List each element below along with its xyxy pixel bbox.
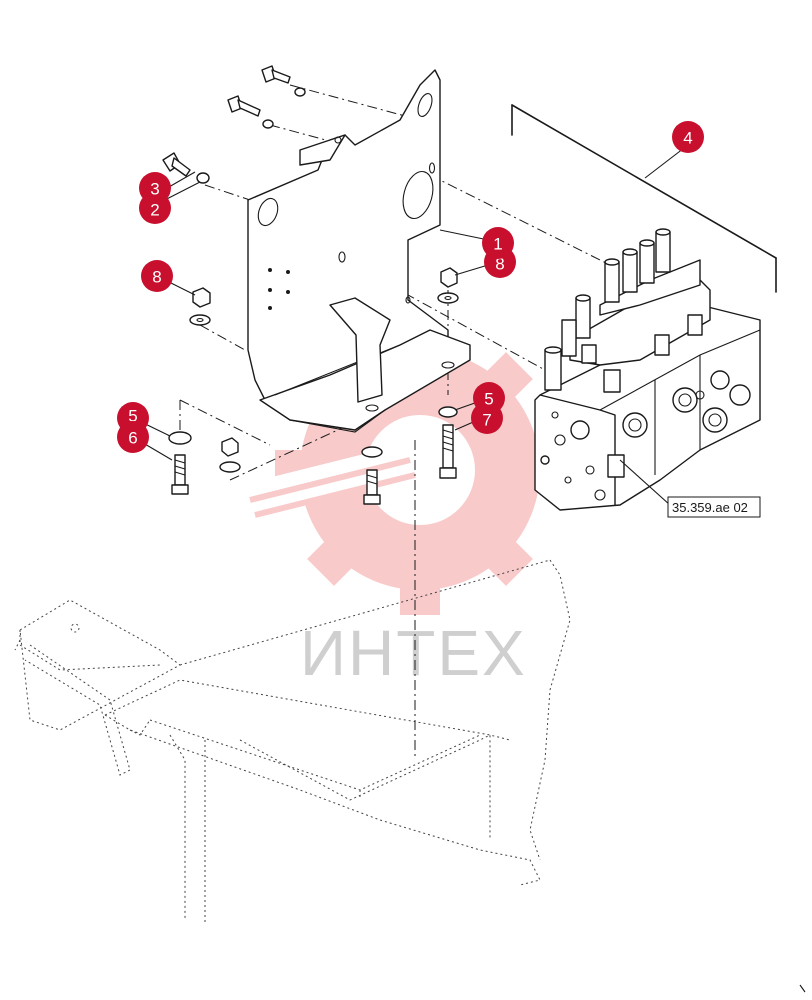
chassis-frame — [14, 559, 571, 925]
control-valve — [534, 228, 761, 511]
bolt-left — [162, 152, 210, 184]
svg-text:2: 2 — [150, 201, 159, 220]
bolt-top-1 — [261, 65, 306, 97]
watermark-text: ИНТЕХ — [300, 617, 527, 689]
valve-spools — [544, 228, 671, 391]
svg-text:5: 5 — [128, 407, 137, 426]
svg-text:8: 8 — [495, 255, 504, 274]
svg-text:3: 3 — [150, 180, 159, 199]
callout-3: 3 — [139, 172, 171, 204]
reference-label: 35.359.ae 02 — [667, 496, 761, 518]
callout-4: 4 — [672, 121, 704, 153]
callout-6: 6 — [117, 421, 149, 453]
assembly-bracket-4 — [511, 104, 777, 293]
nut-left — [189, 287, 211, 326]
reference-code: 35.359.ae 02 — [672, 500, 748, 515]
svg-text:4: 4 — [683, 129, 692, 148]
bolt-right-lower — [438, 406, 458, 479]
bolt-left-lower — [168, 431, 192, 495]
svg-text:6: 6 — [128, 429, 137, 448]
callouts: 2 8 7 5 3 1 4 8 — [117, 121, 704, 453]
bolt-center-lower — [361, 446, 383, 505]
svg-text:1: 1 — [493, 235, 502, 254]
callout-5-right: 5 — [473, 382, 505, 414]
svg-text:5: 5 — [484, 390, 493, 409]
fasteners — [162, 65, 459, 505]
svg-text:7: 7 — [482, 411, 491, 430]
callout-1: 1 — [482, 227, 514, 259]
nut-right — [437, 267, 459, 304]
svg-text:8: 8 — [152, 268, 161, 287]
mounting-bracket — [247, 69, 471, 433]
callout-8-left: 8 — [141, 260, 173, 292]
bolt-top-2 — [227, 95, 274, 129]
nut-left-lower — [219, 437, 241, 473]
